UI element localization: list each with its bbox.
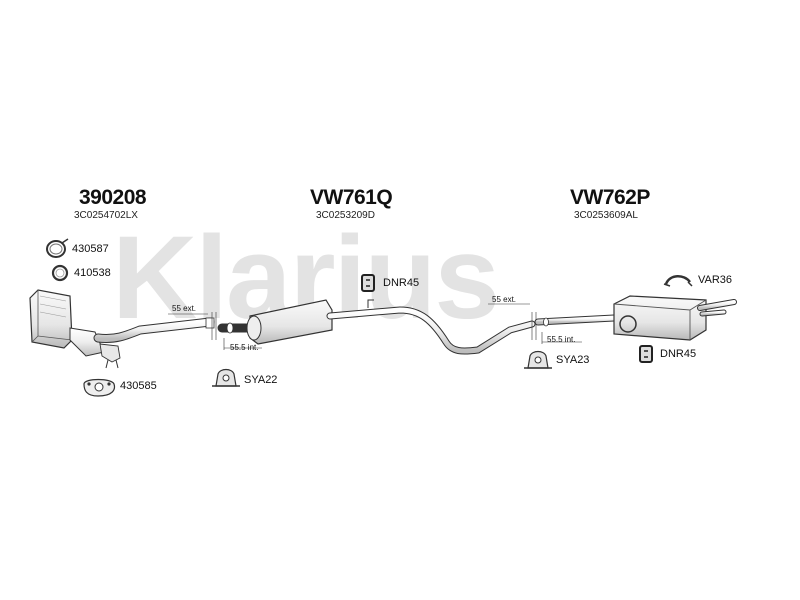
oem-number-catalyst: 3C0254702LX <box>74 210 138 221</box>
mount-var36-label: VAR36 <box>698 274 733 286</box>
hanger-bracket-icon <box>663 275 693 287</box>
centre-silencer-assembly <box>217 299 537 355</box>
catalyst-assembly <box>29 289 217 369</box>
rear-silencer-body <box>613 295 707 341</box>
mount-dnr45-rear-label: DNR45 <box>660 348 697 360</box>
oem-number-rear-silencer: 3C0253609AL <box>574 210 638 221</box>
part-number-catalyst: 390208 <box>79 186 147 209</box>
sealing-ring-label: 410538 <box>74 267 111 279</box>
clamp-label: 430587 <box>72 243 109 255</box>
part-number-rear-silencer: VW762P <box>570 186 650 209</box>
hanger-rubber-icon <box>639 345 653 363</box>
mount-sya23-label: SYA23 <box>556 354 590 366</box>
clamp-icon <box>46 238 69 258</box>
dim-ext-rear: 55 ext. <box>492 295 517 304</box>
dim-ext-front: 55 ext. <box>172 304 197 313</box>
dim-int-rear: 55.5 int. <box>547 335 576 344</box>
gasket-icon <box>83 378 116 397</box>
rubber-mount-icon <box>524 350 552 369</box>
sealing-ring-icon <box>51 264 69 282</box>
part-number-centre-silencer: VW761Q <box>310 186 393 209</box>
gasket-label: 430585 <box>120 380 157 392</box>
mount-sya22-label: SYA22 <box>244 374 278 386</box>
rear-silencer-assembly <box>534 295 737 344</box>
oem-number-centre-silencer: 3C0253209D <box>316 210 375 221</box>
hanger-rubber-icon <box>361 274 375 292</box>
rubber-mount-icon <box>212 368 240 387</box>
dim-int-front: 55.5 int. <box>230 343 259 352</box>
mount-dnr45-front-label: DNR45 <box>383 277 420 289</box>
